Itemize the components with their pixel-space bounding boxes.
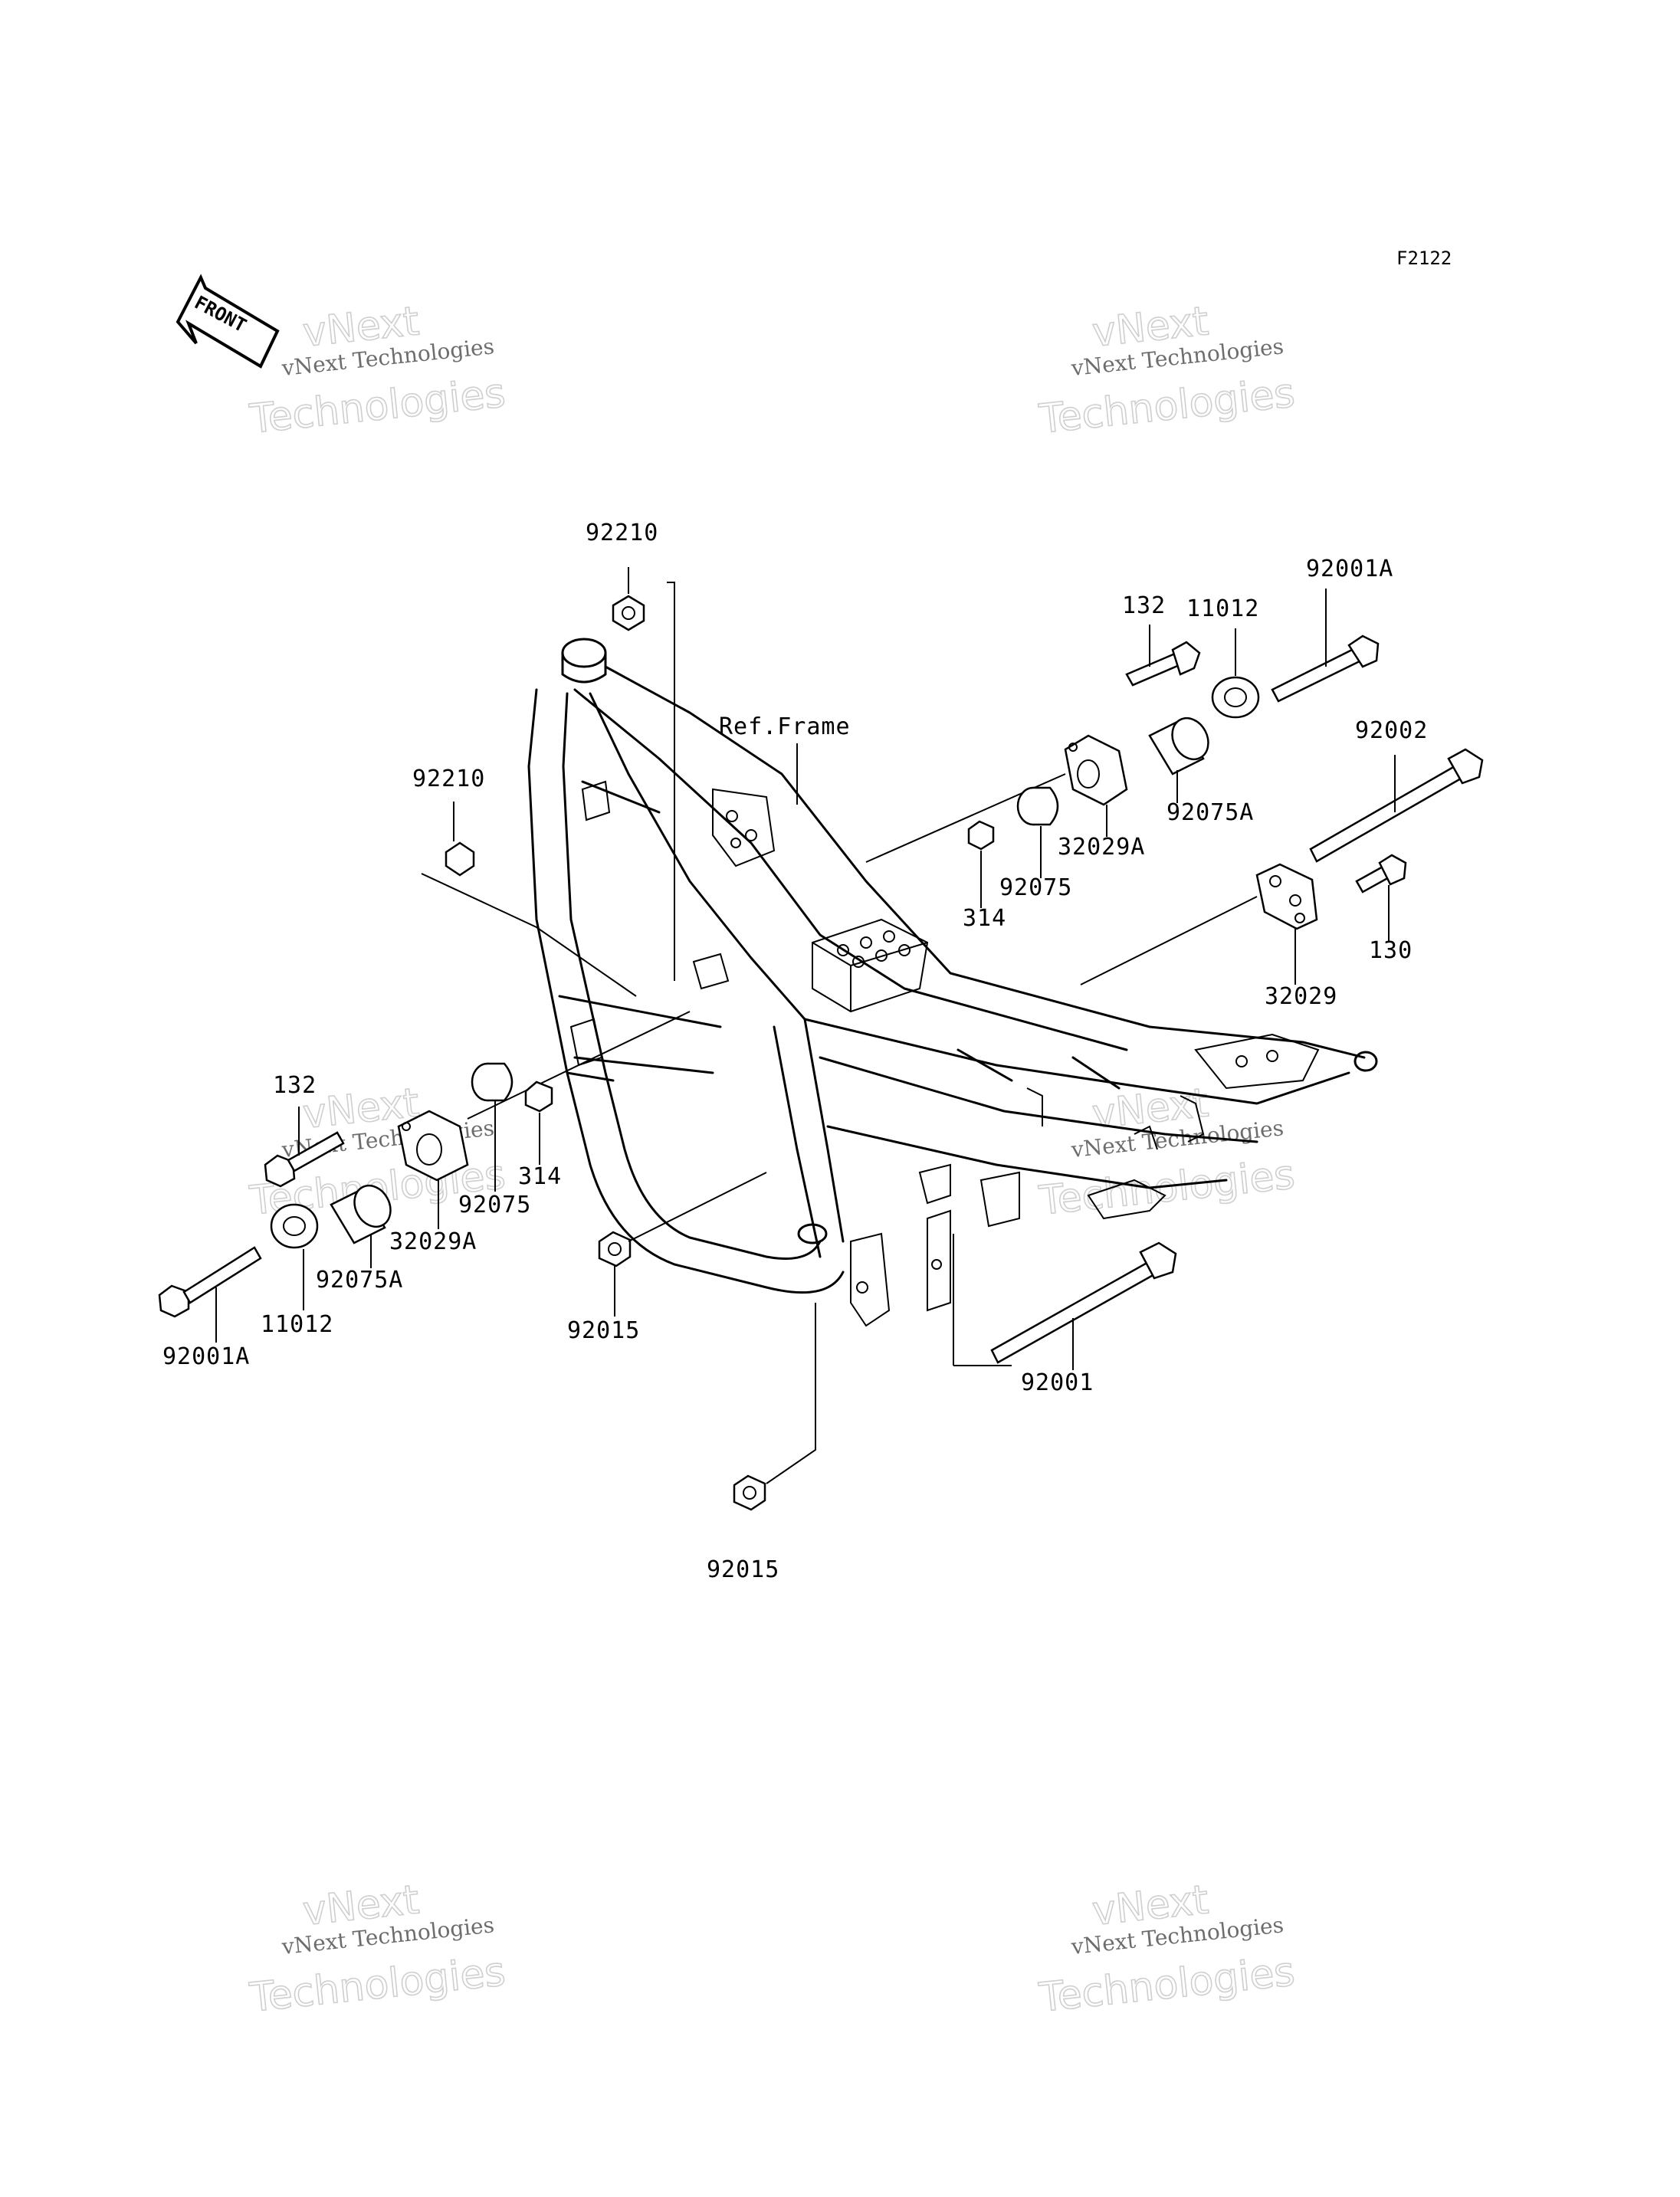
label-132-right: 132 [1122, 592, 1166, 619]
label-130: 130 [1369, 937, 1413, 964]
svg-text:Technologies: Technologies [1037, 370, 1297, 443]
label-92015-bottom: 92015 [707, 1556, 779, 1583]
part-92075-left-spacer[interactable]: 92075 [458, 1062, 531, 1218]
svg-text:Technologies: Technologies [248, 370, 507, 443]
part-92210-left-nut[interactable]: 92210 [412, 766, 637, 997]
label-314-right: 314 [963, 905, 1006, 932]
watermark-mid-right: vNext Technologies vNext Technologies [1036, 1080, 1298, 1225]
label-92001: 92001 [1021, 1369, 1094, 1396]
label-92210-top: 92210 [586, 520, 658, 546]
label-32029: 32029 [1265, 983, 1337, 1010]
watermark-top-right: vNext Technologies vNext Technologies [1036, 298, 1298, 444]
part-92015-bottom-nut[interactable]: 92015 [707, 1303, 816, 1583]
part-32029A-right-collar[interactable]: 32029A [865, 734, 1145, 863]
part-92015-mid-nut[interactable]: 92015 [567, 1172, 767, 1344]
part-132-left-bolt[interactable]: 132 [264, 1072, 345, 1188]
part-314-left-nut[interactable]: 314 [518, 1080, 562, 1190]
label-11012-right: 11012 [1186, 595, 1259, 622]
ref-frame-label: Ref.Frame [719, 713, 851, 740]
part-32029-plate[interactable]: 32029 [1080, 863, 1337, 1010]
part-32029A-left-collar[interactable]: 32029A [389, 1011, 691, 1255]
part-92075A-right-sleeve[interactable]: 92075A [1148, 712, 1254, 826]
label-92001A-left: 92001A [162, 1343, 250, 1370]
label-92075A-right: 92075A [1166, 799, 1254, 826]
label-32029A-right: 32029A [1058, 834, 1145, 861]
label-92002: 92002 [1355, 717, 1428, 744]
part-11012-left-washer[interactable]: 11012 [261, 1203, 333, 1338]
label-132-left: 132 [273, 1072, 317, 1099]
label-92075-right: 92075 [999, 874, 1072, 901]
svg-text:Technologies: Technologies [1037, 1949, 1297, 2022]
part-132-right-bolt[interactable]: 132 [1122, 592, 1201, 687]
part-92001A-left-bolt[interactable]: 92001A [158, 1246, 262, 1370]
label-92075-left: 92075 [458, 1192, 531, 1218]
label-11012-left: 11012 [261, 1311, 333, 1338]
part-130-bolt[interactable]: 130 [1355, 854, 1413, 964]
part-92075-right-spacer[interactable]: 92075 [999, 786, 1072, 901]
watermark-bottom-right: vNext Technologies vNext Technologies [1036, 1877, 1298, 2022]
part-92075A-left-sleeve[interactable]: 92075A [316, 1179, 403, 1294]
svg-text:Technologies: Technologies [1037, 1152, 1297, 1225]
label-92210-left: 92210 [412, 766, 485, 792]
watermark-top-left: vNext Technologies vNext Technologies [247, 298, 508, 444]
diagram-code: F2122 [1396, 248, 1452, 269]
part-314-right-nut[interactable]: 314 [963, 820, 1006, 932]
svg-text:Technologies: Technologies [248, 1949, 507, 2022]
label-92015-mid: 92015 [567, 1317, 640, 1344]
part-92002-long-bolt[interactable]: 92002 [1309, 717, 1484, 863]
front-arrow-icon: FRONT [176, 274, 280, 369]
label-92001A-right: 92001A [1306, 556, 1393, 582]
part-92001-bolt[interactable]: 92001 [953, 1234, 1177, 1396]
part-92210-top-nut[interactable]: 92210 [586, 520, 675, 981]
part-92001A-right-bolt[interactable]: 92001A [1271, 556, 1393, 703]
watermark-bottom-left: vNext Technologies vNext Technologies [247, 1877, 508, 2022]
label-32029A-left: 32029A [389, 1228, 477, 1255]
part-11012-right-washer[interactable]: 11012 [1186, 595, 1260, 719]
label-314-left: 314 [518, 1163, 562, 1190]
motorcycle-frame [527, 638, 1378, 1327]
label-92075A-left: 92075A [316, 1267, 403, 1294]
